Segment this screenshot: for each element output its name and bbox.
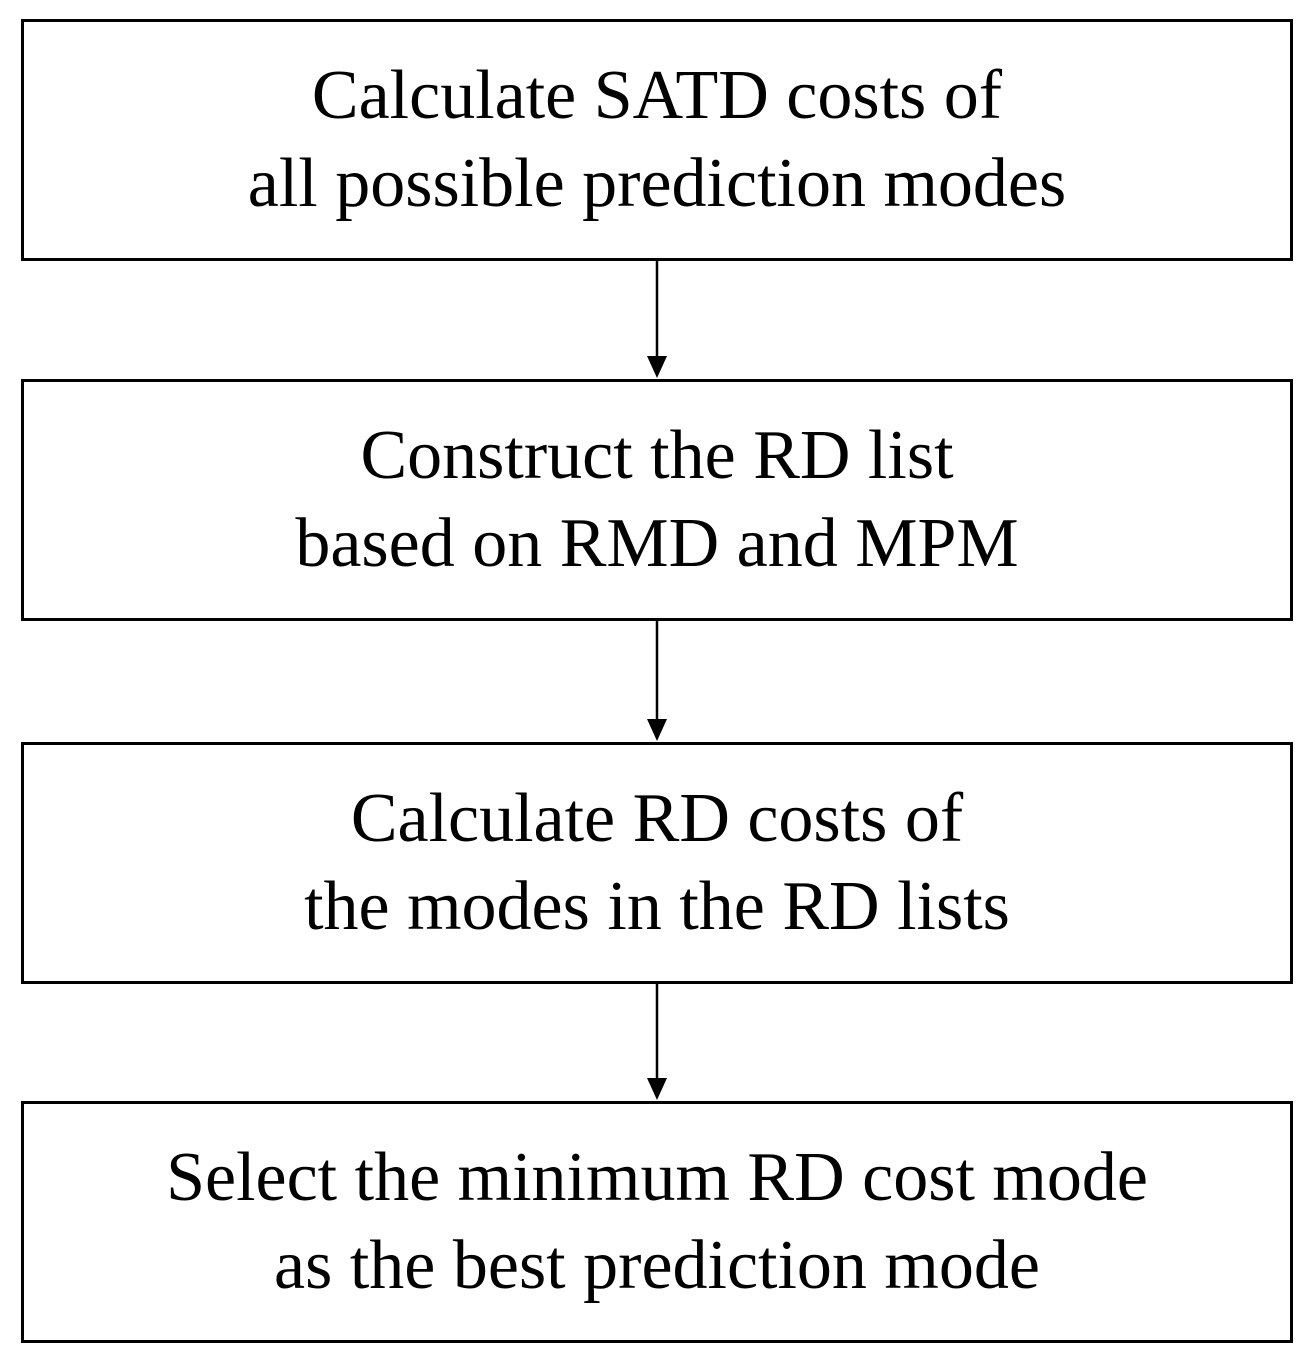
step-text-line: the modes in the RD lists [304, 868, 1010, 945]
step-box-construct-rd-list: Construct the RD list based on RMD and M… [21, 379, 1293, 621]
step-text-line: Construct the RD list [360, 417, 954, 494]
arrow-head [647, 1078, 667, 1100]
arrow-head [647, 356, 667, 378]
arrow-3-to-4 [647, 984, 667, 1100]
step-box-calculate-satd-costs: Calculate SATD costs of all possible pre… [21, 19, 1293, 261]
step-text-line: Select the minimum RD cost mode [166, 1139, 1148, 1216]
arrow-head [647, 719, 667, 741]
step-box-select-minimum-rd-cost-mode: Select the minimum RD cost mode as the b… [21, 1101, 1293, 1343]
step-text-line: as the best prediction mode [274, 1227, 1040, 1304]
arrow-2-to-3 [647, 621, 667, 741]
step-text-line: all possible prediction modes [247, 145, 1067, 222]
step-box-calculate-rd-costs: Calculate RD costs of the modes in the R… [21, 742, 1293, 984]
step-text-line: Calculate SATD costs of [311, 57, 1003, 134]
step-text-line: Calculate RD costs of [350, 780, 964, 857]
step-text-line: based on RMD and MPM [295, 505, 1019, 582]
arrow-1-to-2 [647, 261, 667, 378]
